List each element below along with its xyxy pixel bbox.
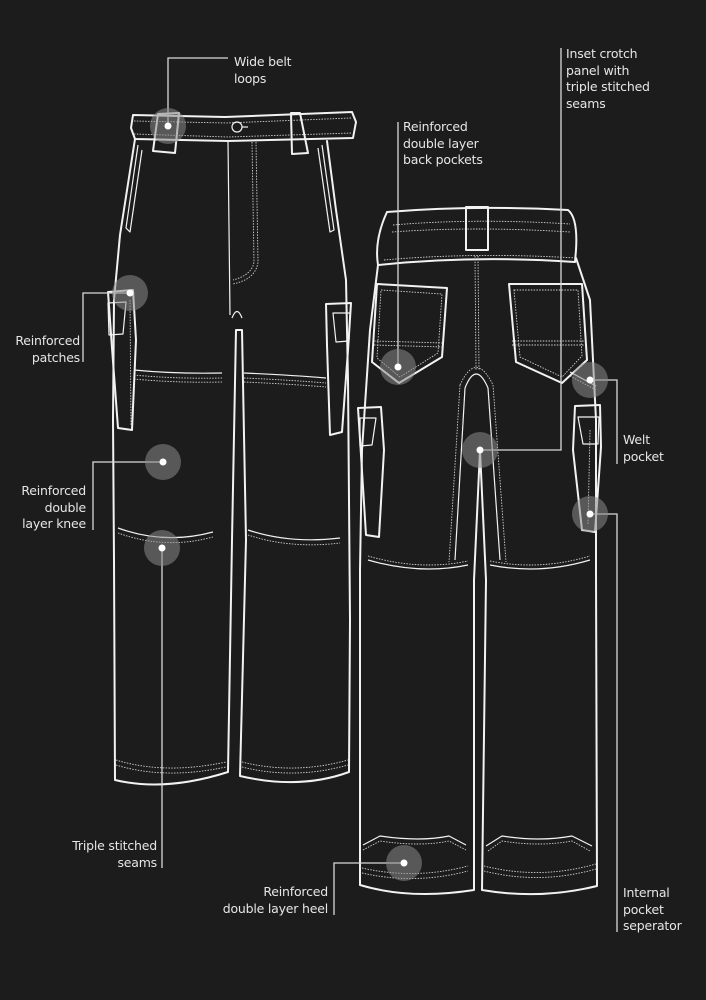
back-view-trousers	[357, 206, 602, 896]
callout-markers	[82, 48, 618, 932]
callout-reinforced-double-layer-heel: Reinforced double layer heel	[222, 884, 328, 916]
callout-wide-belt-loops: Wide belt loops	[234, 54, 292, 86]
front-view-trousers	[107, 111, 357, 786]
callout-triple-stitched-seams: Triple stitched seams	[72, 838, 157, 870]
callout-reinforced-double-layer-knee: Reinforced double layer knee	[21, 483, 86, 531]
callout-internal-pocket-seperator: Internal pocket seperator	[623, 885, 682, 933]
callout-welt-pocket: Welt pocket	[623, 432, 664, 464]
callout-reinforced-patches: Reinforced patches	[15, 333, 80, 365]
callout-reinforced-back-pockets: Reinforced double layer back pockets	[403, 119, 483, 167]
callout-inset-crotch-panel: Inset crotch panel with triple stitched …	[566, 46, 650, 111]
